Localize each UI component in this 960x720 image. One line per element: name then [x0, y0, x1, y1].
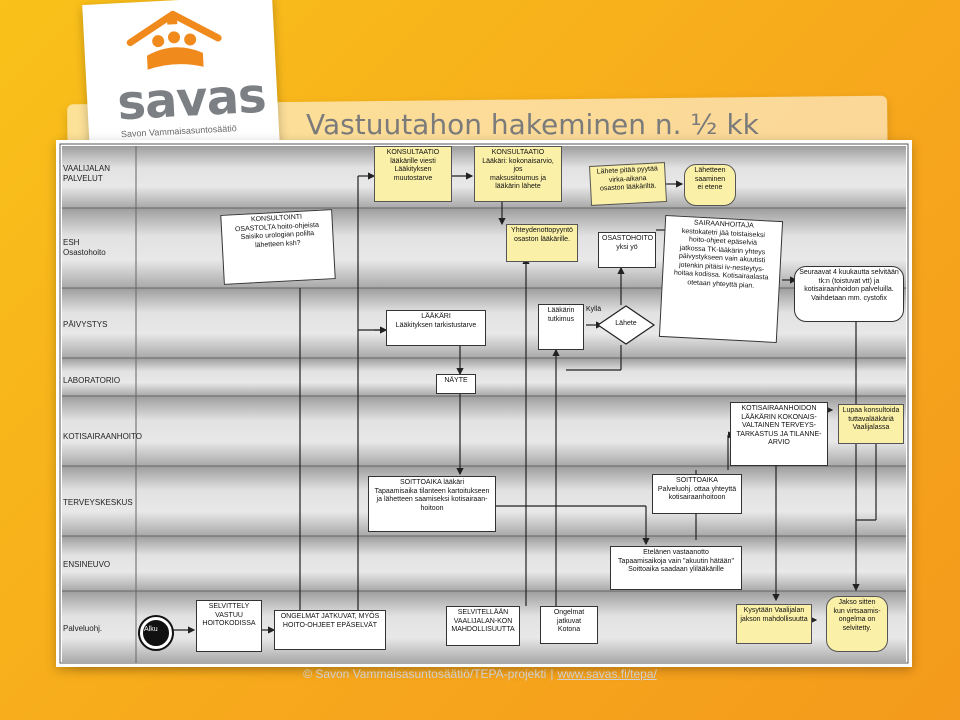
seuraavat-kuukaudet-box: Seuraavat 4 kuukautta selvitään tk:n (to… [794, 266, 904, 322]
decision-diamond [596, 305, 656, 345]
lahete-diamond-label: Lähete [615, 320, 637, 327]
laakari-tarkistustarve-box: LÄÄKÄRI Lääkityksen tarkistustarve [386, 310, 486, 346]
process-diagram: VAALIJALAN PALVELUT ESH Osastohoito PÄIV… [56, 140, 912, 667]
start-node-icon [138, 615, 174, 651]
jakso-sitten-box: Jakso sitten kun virtsaamis- ongelma on … [826, 596, 888, 652]
lane-label-palveluohjaus: Palveluohj. [63, 624, 103, 633]
yhteydenottopyynto-box: Yhteydenottopyyntö osaston lääkärille. [506, 224, 578, 262]
house-logo-icon [123, 8, 227, 84]
logo-card: savas Savon Vammaisasuntosäätiö [82, 0, 280, 155]
lane-label-kotisairaanhoito: KOTISAIRAANHOITO [63, 432, 142, 441]
nayte-box: NÄYTE [436, 374, 476, 394]
soittoaika-laakari-box: SOITTOAIKA lääkäri Tapaamisaika tilantee… [368, 476, 496, 532]
lane-label-esh: ESH Osastohoito [63, 238, 106, 257]
ongelmat-jatkuvat-box: ONGELMAT JATKUVAT, MYÖS HOITO-OHJEET EPÄ… [274, 610, 386, 650]
footer: © Savon Vammaisasuntosäätiö/TEPA-projekt… [0, 667, 960, 681]
lupaa-konsultoida-box: Lupaa konsultoida tuttavalääkäriä Vaalij… [838, 404, 904, 444]
lahetteen-saaminen-box: Lähetteen saaminen ei etene [684, 164, 736, 206]
slide-title: Vastuutahon hakeminen n. ½ kk [306, 108, 759, 141]
sairaanhoitaja-box: SAIRAANHOITAJA kestokatetri jää toistais… [658, 214, 784, 344]
kylla-label: Kyllä [586, 306, 602, 313]
soittoaika-palveluohjaus-box: SOITTOAIKA Palveluohj. ottaa yhteyttä ko… [652, 474, 742, 514]
footer-copyright: © Savon Vammaisasuntosäätiö/TEPA-projekt… [303, 667, 547, 681]
lane-label-ensineuvo: ENSINEUVO [63, 560, 111, 569]
osastohoito-box: OSASTOHOITO yksi yö [598, 232, 656, 268]
kotisairaanhoidon-tarkastus-box: KOTISAIRAANHOIDON LÄÄKÄRIN KOKONAIS- VAL… [730, 402, 828, 466]
logo-wordmark: savas [115, 67, 267, 132]
kysytaan-vaalijala-box: Kysytään Vaalijalan jakson mahdollisuutt… [736, 604, 812, 644]
lahete-pyytaa-box: Lähete pitää pyytää virka-aikana osaston… [589, 162, 667, 206]
konsultointi-osastolta-box: KONSULTOINTI OSASTOLTA hoito-ohjeista Sa… [220, 209, 336, 285]
lane-label-paivystys: PÄIVYSTYS [63, 320, 108, 329]
ongelmat-kotona-box: Ongelmat jatkuvat Kotona [540, 606, 598, 644]
start-node-label: Alku [144, 626, 158, 633]
selvitellaan-box: SELVITELLÄÄN VAALIJALAN-KON MAHDOLLISUUT… [446, 606, 520, 646]
footer-link[interactable]: www.savas.fi/tepa/ [557, 667, 657, 681]
selvittely-box: SELVITTELY VASTUU HOITOKODISSA [196, 600, 262, 652]
konsultaatio-laakarille-box: KONSULTAATIO lääkärille viesti Lääkityks… [374, 146, 452, 202]
laakarin-tutkimus-box: Lääkärin tutkimus [538, 304, 584, 350]
lane-label-laboratorio: LABORATORIO [63, 376, 121, 385]
footer-separator: | [550, 667, 554, 681]
lane-label-terveyskeskus: TERVEYSKESKUS [63, 498, 133, 507]
konsultaatio-kokonaisarvio-box: KONSULTAATIO Lääkäri: kokonaisarvio, jos… [474, 146, 562, 202]
ensineuvo-vastaanotto-box: Etelänen vastaanotto Tapaamisaikoja vain… [610, 546, 742, 590]
lane-label-vaalijala: VAALIJALAN PALVELUT [63, 164, 110, 183]
